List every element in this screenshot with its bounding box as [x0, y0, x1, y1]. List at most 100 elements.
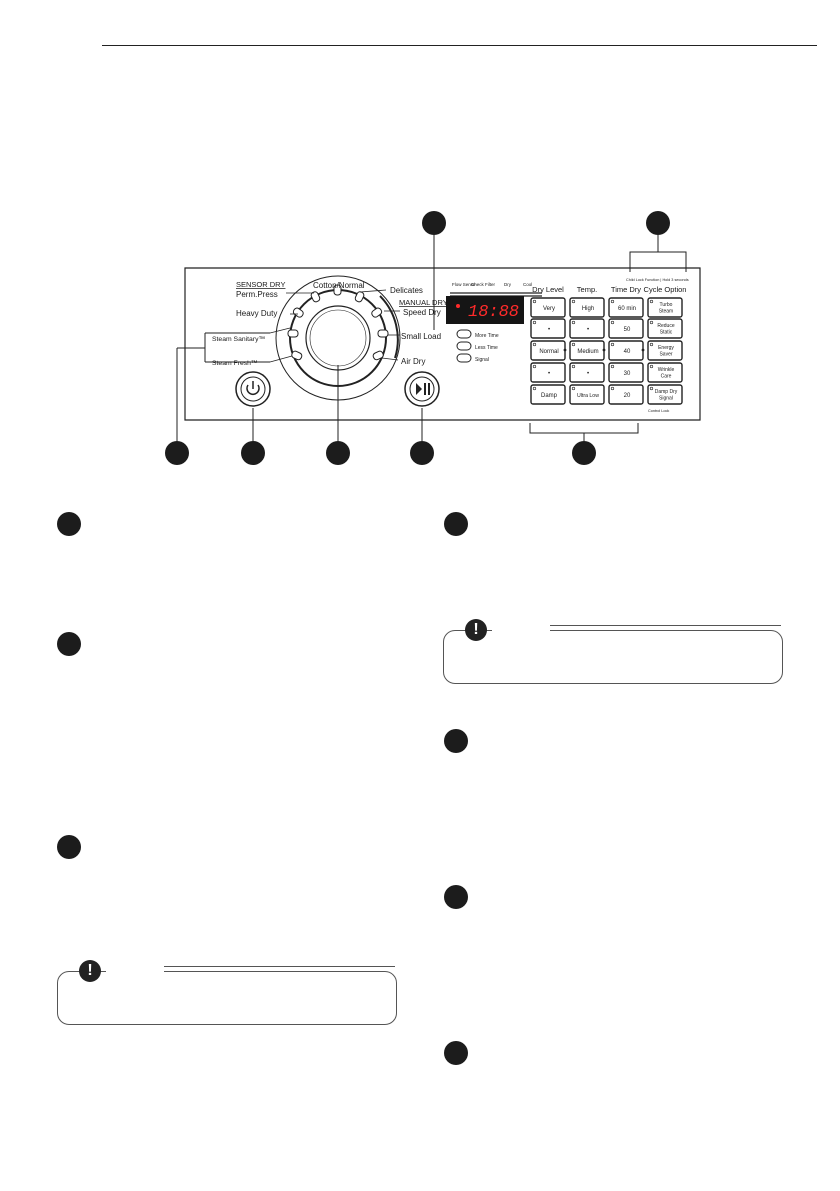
note-box-left: [57, 971, 397, 1025]
panel-button-0-0[interactable]: Very: [530, 297, 566, 318]
label-small-load: Small Load: [401, 332, 441, 341]
label-heavy-duty: Heavy Duty: [236, 309, 277, 318]
callout-dot-power: [241, 441, 265, 465]
callout-dot-steam: [165, 441, 189, 465]
label-sensor-dry: SENSOR DRY: [236, 280, 285, 289]
label-steam-fresh: Steam Fresh™: [212, 360, 258, 367]
panel-button-1-4[interactable]: Ultra Low: [569, 384, 605, 405]
power-button[interactable]: [235, 371, 271, 407]
panel-button-1-0[interactable]: High: [569, 297, 605, 318]
section-bullet-7: [444, 1041, 468, 1065]
panel-button-1-3[interactable]: •: [569, 362, 605, 383]
panel-button-0-2[interactable]: Normal: [530, 340, 566, 361]
panel-button-label: Ultra Low: [577, 393, 599, 399]
power-icon: [246, 381, 260, 395]
header-rule: [102, 45, 817, 46]
panel-button-2-3[interactable]: 30: [608, 362, 644, 383]
section-bullet-2: [57, 632, 81, 656]
panel-button-label: 30: [624, 371, 631, 377]
panel-button-label: Signal: [659, 396, 673, 402]
less-time-button[interactable]: Less Time: [456, 341, 498, 351]
control-lock-label: Control Lock: [648, 409, 669, 413]
section-bullet-6: [444, 885, 468, 909]
label-steam-sanitary: Steam Sanitary™: [212, 336, 265, 343]
status-dry: Dry: [504, 282, 512, 287]
callout-dot-dial: [326, 441, 350, 465]
callout-dot-start: [410, 441, 434, 465]
exclamation-icon: !: [79, 960, 101, 982]
panel-button-label: 20: [624, 393, 631, 399]
label-manual-dry: MANUAL DRY: [399, 298, 448, 307]
panel-button-0-4[interactable]: Damp: [530, 384, 566, 405]
panel-button-label: Reduce: [657, 323, 674, 329]
panel-button-label: Turbo: [660, 302, 673, 308]
panel-button-label: Steam: [659, 309, 673, 315]
label-speed-dry: Speed Dry: [403, 308, 441, 317]
panel-button-label: Wrinkle: [658, 367, 675, 373]
panel-button-label: 50: [624, 327, 631, 333]
panel-button-label: Damp: [541, 393, 558, 399]
label-perm-press: Perm.Press: [236, 290, 278, 299]
panel-button-1-2[interactable]: Medium: [569, 340, 605, 361]
exclamation-icon: !: [465, 619, 487, 641]
panel-button-label: Very: [543, 306, 555, 312]
digital-display: 18:88: [446, 296, 524, 324]
connector-dot-2: [641, 348, 645, 352]
panel-button-label: •: [548, 371, 550, 377]
label-delicates: Delicates: [390, 286, 423, 295]
svg-text:Signal: Signal: [475, 357, 489, 363]
status-flow-sense: Flow Sense: [452, 282, 476, 287]
more-time-button[interactable]: More Time: [456, 329, 499, 339]
svg-text:More Time: More Time: [475, 333, 499, 339]
start-pause-button[interactable]: [404, 371, 440, 407]
panel-button-label: •: [587, 371, 589, 377]
panel-button-label: Care: [661, 374, 672, 380]
panel-button-0-1[interactable]: •: [530, 318, 566, 339]
signal-button[interactable]: Signal: [456, 353, 489, 363]
section-bullet-4: [444, 512, 468, 536]
column-header-1: Temp.: [577, 285, 597, 294]
panel-button-2-0[interactable]: 60 min: [608, 297, 644, 318]
child-lock-note: Child Lock Function | Hold 3 seconds: [626, 278, 689, 282]
panel-button-label: Damp Dry: [655, 389, 678, 395]
column-header-3: Cycle Option: [644, 285, 687, 294]
panel-button-label: 40: [624, 349, 631, 355]
callout-dot-cycle-option: [646, 211, 670, 235]
section-bullet-1: [57, 512, 81, 536]
callout-dot-display: [422, 211, 446, 235]
callout-dot-buttons: [572, 441, 596, 465]
panel-button-label: 60 min: [618, 306, 636, 312]
connector-dot-0: [563, 348, 567, 352]
section-bullet-3: [57, 835, 81, 859]
panel-button-1-1[interactable]: •: [569, 318, 605, 339]
column-header-2: Time Dry: [611, 285, 641, 294]
panel-button-label: Normal: [539, 349, 558, 355]
display-digits: 18:88: [468, 303, 519, 322]
panel-outline: [184, 267, 701, 421]
section-bullet-5: [444, 729, 468, 753]
panel-button-label: Static: [660, 330, 673, 336]
svg-text:Less Time: Less Time: [475, 345, 498, 351]
panel-button-label: Energy: [658, 345, 674, 351]
panel-button-label: •: [587, 327, 589, 333]
column-header-0: Dry Level: [532, 285, 564, 294]
label-air-dry: Air Dry: [401, 357, 425, 366]
note-box-right: [443, 630, 783, 684]
panel-button-2-4[interactable]: 20: [608, 384, 644, 405]
panel-button-label: Saver: [659, 352, 672, 358]
status-check-filter: Check Filter: [471, 282, 496, 287]
panel-button-2-1[interactable]: 50: [608, 318, 644, 339]
panel-button-label: Medium: [577, 349, 598, 355]
connector-dot-1: [602, 348, 606, 352]
status-cool: Cool: [523, 282, 532, 287]
panel-button-0-3[interactable]: •: [530, 362, 566, 383]
panel-button-label: High: [582, 306, 594, 312]
label-cotton-normal: Cotton/Normal: [313, 281, 365, 290]
panel-button-2-2[interactable]: 40: [608, 340, 644, 361]
